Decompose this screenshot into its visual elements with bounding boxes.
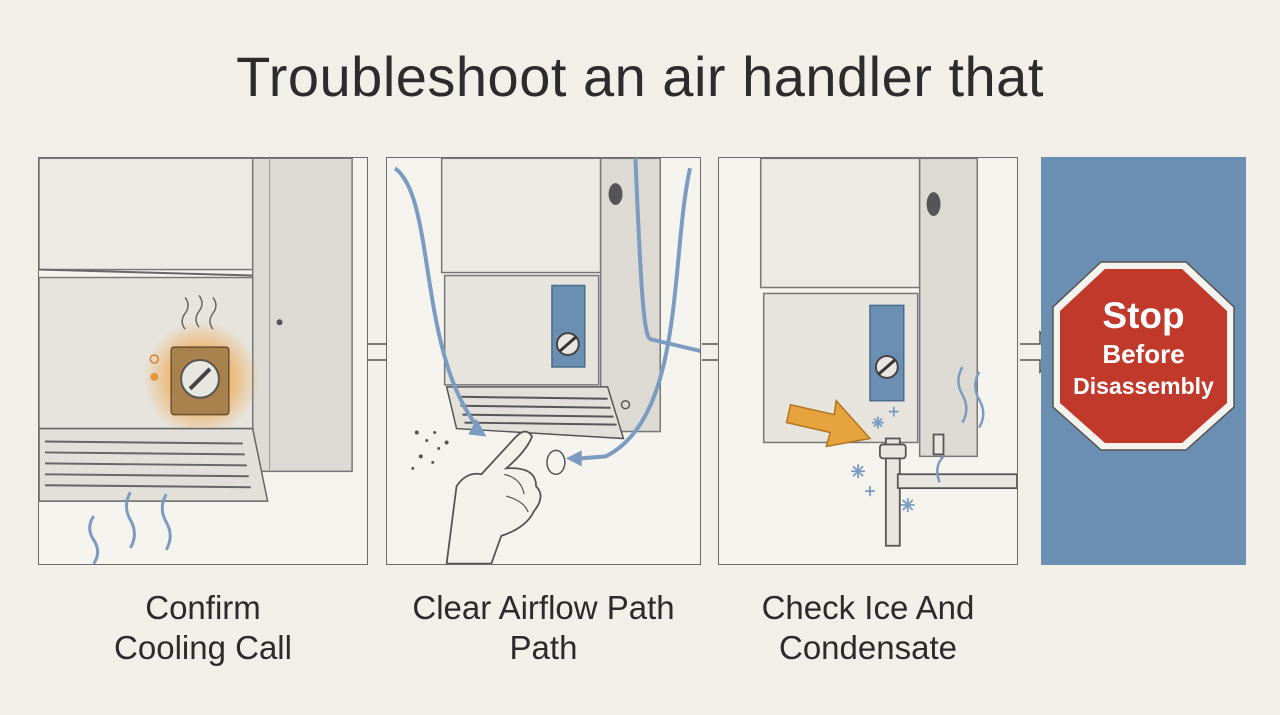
caption-line: Clear Airflow Path xyxy=(412,589,675,626)
caption-line: Cooling Call xyxy=(114,629,292,666)
step-panel-confirm-cooling-call xyxy=(38,157,368,565)
pointing-hand-icon xyxy=(445,430,542,564)
caption-line: Path xyxy=(509,629,578,666)
airflow-path-lines xyxy=(393,158,700,461)
step-caption-check-ice-condensate: Check Ice And Condensate xyxy=(718,588,1018,668)
dust-particles xyxy=(411,430,449,470)
step-caption-clear-airflow-path: Clear Airflow Path Path xyxy=(386,588,701,668)
caption-line: Condensate xyxy=(779,629,957,666)
stop-sign-detail: Disassembly xyxy=(1073,373,1214,399)
moisture-waves-icon xyxy=(936,366,985,483)
caption-line: Check Ice And xyxy=(761,589,975,626)
air-handler-thermostat-illustration xyxy=(39,158,353,564)
step-panel-check-ice-condensate xyxy=(718,157,1018,565)
caption-line: Confirm xyxy=(145,589,261,626)
ice-snowflake-icons xyxy=(851,406,915,512)
stop-panel: Stop Before Disassembly xyxy=(1041,157,1246,565)
vent-grille xyxy=(44,440,251,489)
air-handler-filter-illustration xyxy=(393,158,700,564)
stop-sign-subtitle: Before xyxy=(1102,339,1185,369)
control-panel xyxy=(869,304,905,402)
step-panel-clear-airflow-path xyxy=(386,157,701,565)
air-handler-drain-illustration xyxy=(759,158,1017,547)
airflow-waves-icon xyxy=(88,491,172,564)
stop-sign-title: Stop xyxy=(1102,295,1185,336)
stop-sign-icon xyxy=(1052,261,1235,451)
return-grille xyxy=(458,395,617,426)
page-title: Troubleshoot an air handler that xyxy=(236,45,1044,108)
step-caption-confirm-cooling-call: Confirm Cooling Call xyxy=(38,588,368,668)
debris-icon xyxy=(546,449,566,476)
attention-arrow-icon xyxy=(785,399,872,448)
condensate-drain-pipe xyxy=(879,433,1017,547)
